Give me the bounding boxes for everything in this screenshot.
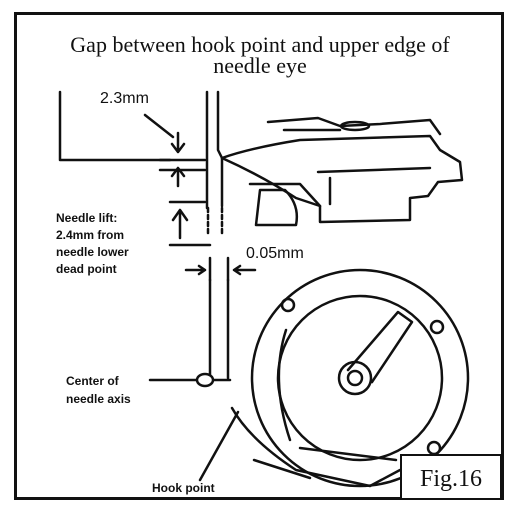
- hook-center-hub: [346, 369, 364, 387]
- hook-cap-screw: [339, 120, 371, 132]
- hook-point-label: Hook point: [152, 481, 215, 495]
- figure-number-box: Fig.16: [400, 454, 502, 500]
- hook-point-tip: [230, 406, 402, 488]
- hook-screw-top: [280, 297, 296, 313]
- gap-leader-line: [143, 113, 175, 139]
- figure-number: Fig.16: [419, 466, 482, 492]
- needle-eye-reference-line: [58, 90, 172, 162]
- hook-rear-detail: [316, 166, 432, 206]
- needle-axis-center: [195, 372, 215, 388]
- hook-center-bobbin: [337, 360, 373, 396]
- needle-lift-label-1: Needle lift:: [56, 211, 118, 225]
- needle-body: [205, 90, 224, 210]
- hook-screw-bottom: [426, 440, 442, 456]
- clearance-label: 0.05mm: [246, 245, 304, 262]
- hook-point-leader: [198, 410, 240, 482]
- diagram-title-line-2: needle eye: [213, 53, 307, 78]
- needle-lift-label-3: needle lower: [56, 245, 129, 259]
- hook-front-face: [248, 182, 322, 227]
- hook-arm: [346, 310, 414, 384]
- hook-inner-detail: [277, 328, 398, 462]
- needle-lift-label-4: dead point: [56, 262, 117, 276]
- rotary-hook-outer: [250, 268, 470, 488]
- needle-lower: [208, 278, 230, 380]
- hook-body-top: [220, 134, 464, 224]
- needle-eye: [206, 206, 224, 238]
- diagram-title-line-1: Gap between hook point and upper edge of: [70, 32, 450, 57]
- needle-lift-label-2: 2.4mm from: [56, 228, 125, 242]
- clearance-arrow-left: [184, 264, 207, 276]
- hook-body-detail: [266, 116, 442, 136]
- gap-label: 2.3mm: [100, 90, 149, 107]
- center-label-2: needle axis: [66, 392, 131, 406]
- needle-lift-arrow: [171, 208, 189, 240]
- hook-screw-right: [429, 319, 445, 335]
- clearance-arrow-right: [232, 264, 257, 276]
- gap-arrow-down: [170, 131, 186, 154]
- rotary-hook-inner: [276, 294, 444, 462]
- center-label-1: Center of: [66, 374, 119, 388]
